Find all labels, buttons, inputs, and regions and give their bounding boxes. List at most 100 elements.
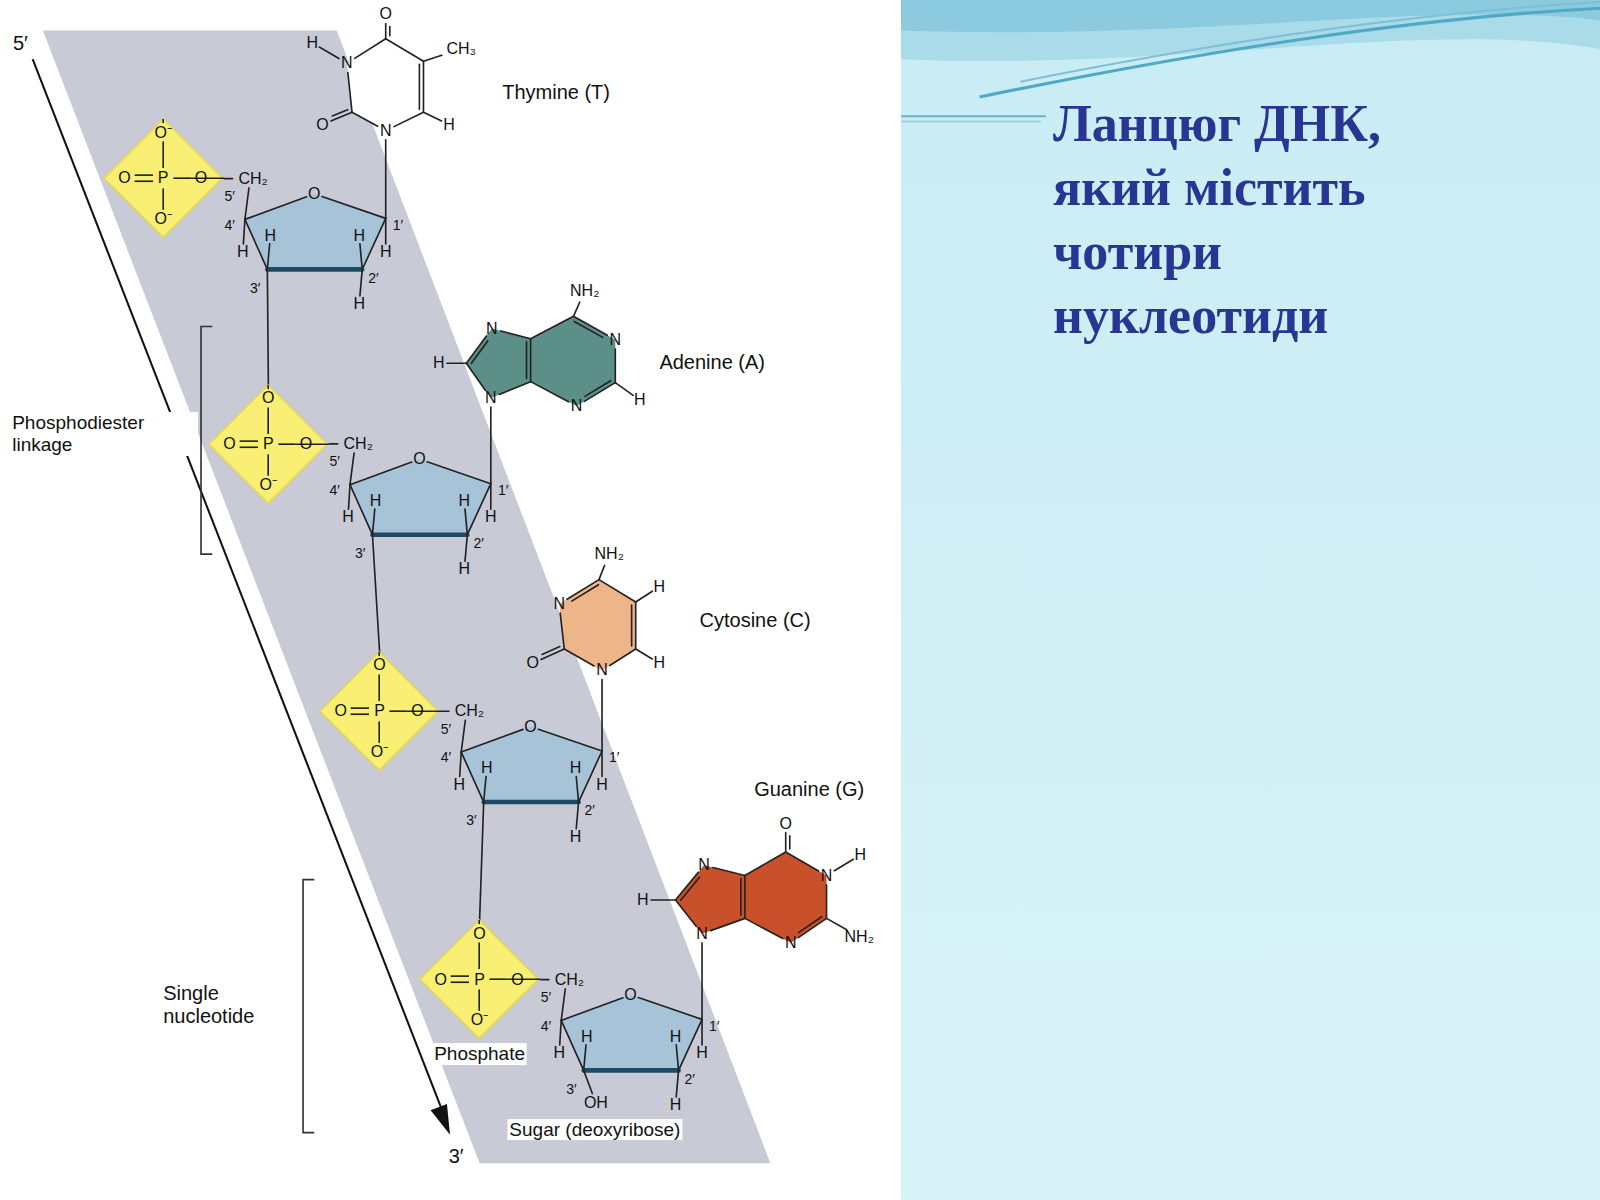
atom-label: O xyxy=(335,702,347,720)
bond xyxy=(561,989,565,1021)
bond xyxy=(360,244,362,270)
bond xyxy=(636,591,653,602)
atom-label: H xyxy=(353,226,365,244)
bond xyxy=(631,605,633,646)
bond xyxy=(786,852,819,871)
bond xyxy=(423,55,441,61)
bond xyxy=(372,535,379,652)
bond xyxy=(573,302,579,316)
bond xyxy=(785,833,787,852)
ring-fill xyxy=(245,194,386,270)
bond xyxy=(394,112,423,126)
atom-label: OH xyxy=(584,1094,608,1112)
bond xyxy=(490,407,492,484)
atom-label: CH₂ xyxy=(344,435,373,453)
ring-fill xyxy=(466,329,530,398)
atom-label: H xyxy=(670,1027,682,1045)
bond xyxy=(466,336,486,363)
bond xyxy=(701,1019,703,1045)
atom-label: H xyxy=(459,492,471,510)
bond xyxy=(615,383,633,396)
bond xyxy=(576,802,578,829)
bond xyxy=(465,535,467,562)
bond xyxy=(584,1068,679,1073)
bond xyxy=(319,47,339,59)
bond xyxy=(332,110,347,116)
bond xyxy=(676,872,699,900)
atom-label: N xyxy=(596,661,608,679)
bond xyxy=(389,27,391,36)
phosphate-diamond: OOPOO⁻ xyxy=(318,650,440,772)
bond xyxy=(427,462,491,484)
bond xyxy=(331,112,352,121)
bond xyxy=(471,341,487,363)
bond xyxy=(561,998,623,1021)
bond xyxy=(745,852,786,875)
bond xyxy=(526,342,528,379)
atom-label: O xyxy=(373,657,385,675)
atom-label: N xyxy=(486,319,498,337)
atom-label: H xyxy=(265,226,277,244)
bond xyxy=(542,647,560,655)
atom-label: H xyxy=(553,1044,565,1062)
atom-label: H xyxy=(306,34,318,52)
phosphate-diamond: OOPOO⁻ xyxy=(207,383,329,505)
atom-label: O xyxy=(413,450,425,468)
ring-fill xyxy=(745,852,827,943)
atom-label: 3′ xyxy=(466,812,476,828)
atom-label: 5′ xyxy=(441,721,451,737)
bond xyxy=(541,979,549,981)
ring-fill xyxy=(350,459,491,535)
bond xyxy=(614,349,616,383)
bond xyxy=(560,613,564,649)
atom-label: H xyxy=(696,1044,708,1062)
side-panel xyxy=(901,0,1600,1200)
bond xyxy=(740,879,742,916)
bond xyxy=(574,321,602,337)
atom-label: O xyxy=(195,170,207,188)
bond xyxy=(360,269,362,296)
atom-label: H xyxy=(342,508,354,526)
atom-label: H xyxy=(380,243,392,261)
callout-text: Phosphodiester linkage xyxy=(10,412,198,456)
atom-label: O⁻ xyxy=(154,211,171,229)
strand-end: 5′ xyxy=(13,31,28,54)
atom-label: O⁻ xyxy=(371,743,388,761)
atom-label: H xyxy=(481,759,493,777)
atom-label: 1′ xyxy=(393,216,403,232)
strand-end: 3′ xyxy=(449,1145,464,1168)
ring-fill xyxy=(676,865,745,933)
atom-label: CH₂ xyxy=(555,970,584,988)
bond xyxy=(322,197,386,219)
atom-label: 5′ xyxy=(541,989,551,1005)
bond xyxy=(826,885,828,919)
atom-label: H xyxy=(353,295,365,313)
atom-label: O xyxy=(473,925,485,943)
bond xyxy=(531,316,574,338)
atom-label: O xyxy=(223,435,235,453)
bond xyxy=(224,178,232,180)
atom-label: 5′ xyxy=(329,453,339,469)
atom-label: O xyxy=(526,654,538,672)
bond xyxy=(564,649,594,666)
bond xyxy=(480,802,484,920)
bond xyxy=(423,112,441,121)
atom-label: P xyxy=(474,971,485,989)
bond xyxy=(701,943,703,1020)
bond xyxy=(499,382,530,395)
bond xyxy=(484,777,486,803)
bond xyxy=(530,339,532,382)
ring-fill xyxy=(559,580,636,671)
atom-label: 4′ xyxy=(441,749,451,765)
bond xyxy=(599,565,605,579)
bond xyxy=(610,649,636,666)
bond xyxy=(245,197,307,220)
bond xyxy=(745,918,783,938)
atom-label: O⁻ xyxy=(260,476,277,494)
atom-label: 2′ xyxy=(368,270,378,286)
bond xyxy=(676,1045,678,1071)
bond xyxy=(744,876,746,919)
atom-label: 4′ xyxy=(224,216,234,232)
atom-label: 1′ xyxy=(709,1017,719,1033)
direction-arrow xyxy=(33,59,443,1112)
